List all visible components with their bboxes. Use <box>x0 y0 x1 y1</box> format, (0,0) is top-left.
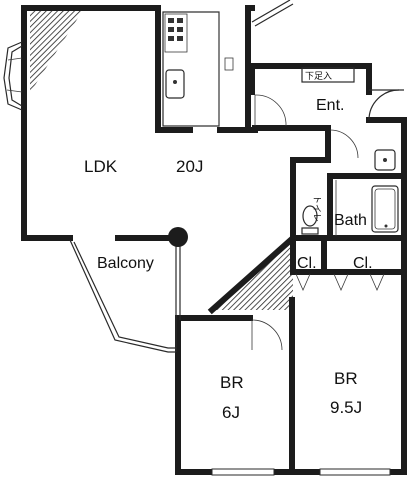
balcony-railing <box>69 238 181 353</box>
structural-column <box>168 227 188 247</box>
bedroom1-window <box>211 468 275 476</box>
bath-label: Bath <box>334 212 367 229</box>
shoe-cabinet-label: 下足入 <box>305 71 332 81</box>
kitchen-counter <box>162 11 234 127</box>
hatched-corner-ldk <box>30 10 83 93</box>
kitchen-sink-icon <box>165 69 185 99</box>
ldk-bay-window <box>3 41 23 111</box>
hall-door-bath <box>329 129 359 159</box>
bedroom1-door <box>251 319 283 351</box>
bathtub-icon <box>371 185 399 233</box>
bedroom2-label: BR <box>334 369 358 388</box>
balcony-label: Balcony <box>97 255 154 272</box>
entrance-label: Ent. <box>316 97 344 114</box>
bedroom2-window <box>319 468 391 476</box>
ldk-size: 20J <box>176 157 203 176</box>
entrance-door <box>368 89 404 121</box>
closet2-label: Cl. <box>353 255 373 272</box>
bedroom2-size: 9.5J <box>330 398 362 417</box>
bedroom1-size: 6J <box>222 403 240 422</box>
kitchen-window <box>251 0 291 23</box>
shoe-cabinet <box>301 67 355 83</box>
ldk-label: LDK <box>84 157 118 176</box>
bedroom1-label: BR <box>220 373 244 392</box>
toilet-label: トイレ <box>312 195 322 222</box>
stove-burners-icon <box>168 18 183 41</box>
hall-door-ent <box>254 94 287 127</box>
wash-basin-icon <box>374 149 396 171</box>
walls <box>21 5 407 475</box>
closet-doors <box>295 273 385 291</box>
closet1-label: Cl. <box>297 255 317 272</box>
toilet-icon <box>302 205 318 227</box>
